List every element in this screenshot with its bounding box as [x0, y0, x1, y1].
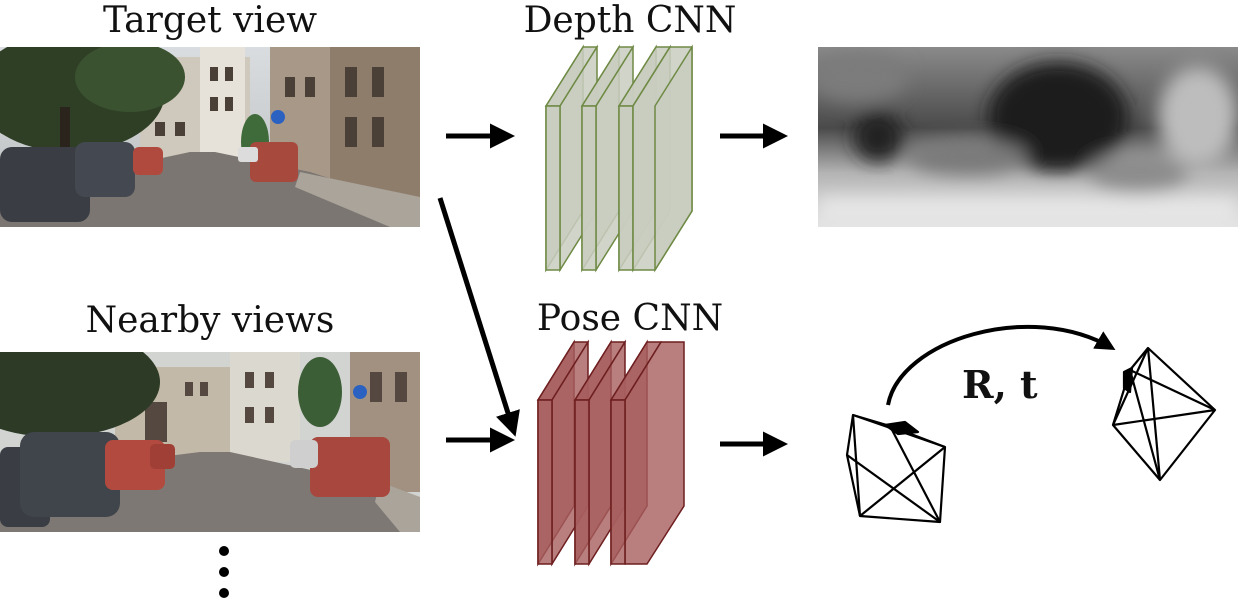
- camera-frustum-source: [845, 413, 947, 524]
- pose-cnn-label: Pose CNN: [536, 298, 724, 339]
- target-view-label: Target view: [102, 0, 318, 41]
- pose-cnn-block: [536, 339, 685, 567]
- motion-arrow: [886, 325, 1116, 406]
- depth-map-output: [818, 47, 1238, 227]
- camera-frustum-target: [1111, 346, 1217, 482]
- rotation-translation-label: R, t: [962, 362, 1038, 407]
- depth-cnn-label: Depth CNN: [523, 0, 737, 41]
- nearby-view-image: [0, 352, 420, 532]
- more-views-ellipsis: [219, 546, 229, 598]
- depth-cnn-block: [544, 44, 693, 273]
- arrow-target-to-pose: [437, 197, 520, 437]
- nearby-views-label: Nearby views: [85, 300, 335, 341]
- target-view-image: [0, 47, 420, 227]
